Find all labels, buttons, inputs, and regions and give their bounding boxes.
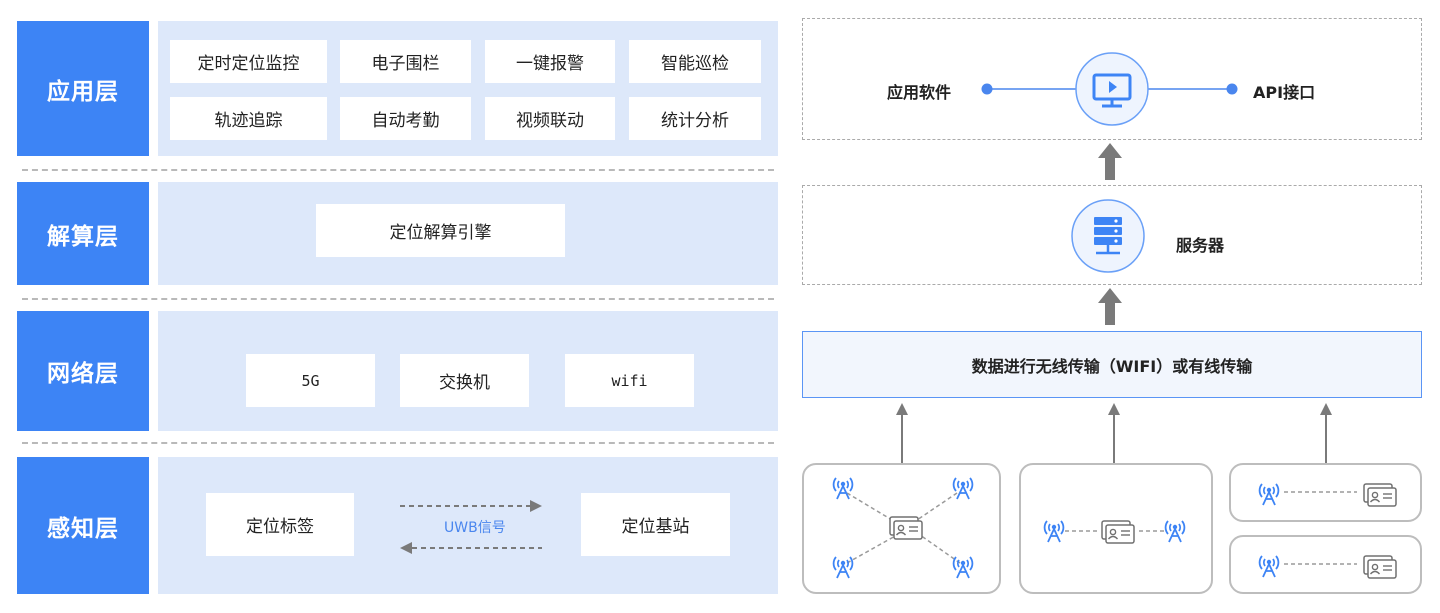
thin-up-arrow — [896, 403, 908, 463]
antenna-icon — [1258, 555, 1280, 578]
antenna-icon — [1258, 483, 1280, 506]
antenna-icon — [832, 556, 854, 579]
app-item: 定时定位监控 — [170, 40, 327, 83]
app-item: 电子围栏 — [340, 40, 471, 83]
uwb-signal-label: UWB信号 — [444, 520, 506, 536]
app-item: 自动考勤 — [340, 97, 471, 140]
calc-engine-box: 定位解算引擎 — [316, 204, 565, 257]
layer-panel-application: 定时定位监控 电子围栏 一键报警 智能巡检 轨迹追踪 自动考勤 视频联动 统计分… — [158, 21, 778, 156]
p2p-topology-diagram — [1258, 555, 1397, 579]
star-topology-diagram — [832, 477, 974, 579]
layer-label-network: 网络层 — [17, 311, 149, 431]
app-item: 统计分析 — [629, 97, 761, 140]
id-card-icon — [1101, 520, 1135, 544]
id-card-icon — [889, 516, 923, 540]
layer-panel-perception: 定位标签 定位基站 — [158, 457, 778, 594]
thin-up-arrow — [1108, 403, 1120, 463]
app-item: 一键报警 — [485, 40, 615, 83]
network-item-wifi: wifi — [565, 354, 694, 407]
app-software-label: 应用软件 — [887, 83, 952, 102]
id-card-icon — [1363, 483, 1397, 507]
layer-label-perception: 感知层 — [17, 457, 149, 594]
up-arrow — [1098, 288, 1122, 325]
antenna-icon — [1043, 520, 1065, 543]
layer-panel-network: 5G 交换机 wifi — [158, 311, 778, 431]
transmission-box: 数据进行无线传输（WIFI）或有线传输 — [802, 331, 1422, 398]
network-item-switch: 交换机 — [400, 354, 529, 407]
antenna-icon — [952, 556, 974, 579]
linear-topology-diagram — [1043, 520, 1186, 544]
antenna-icon — [1164, 520, 1186, 543]
p2p-topology-diagram — [1258, 483, 1397, 507]
layer-panel-calculation: 定位解算引擎 — [158, 182, 778, 285]
uwb-signal-arrows — [400, 500, 542, 554]
antenna-icon — [832, 477, 854, 500]
monitor-connector — [981, 52, 1238, 126]
positioning-tag-box: 定位标签 — [206, 493, 354, 556]
thin-up-arrow — [1320, 403, 1332, 463]
app-item: 轨迹追踪 — [170, 97, 327, 140]
layer-separator — [22, 298, 774, 300]
id-card-icon — [1363, 555, 1397, 579]
server-label: 服务器 — [1176, 236, 1225, 255]
layer-separator — [22, 442, 774, 444]
up-arrow — [1098, 143, 1122, 180]
monitor-icon — [1075, 52, 1149, 126]
network-item-5g: 5G — [246, 354, 375, 407]
app-item: 智能巡检 — [629, 40, 761, 83]
server-icon — [1071, 199, 1145, 273]
app-item: 视频联动 — [485, 97, 615, 140]
layer-label-application: 应用层 — [17, 21, 149, 156]
layer-label-calculation: 解算层 — [17, 182, 149, 285]
api-interface-label: API接口 — [1253, 83, 1316, 102]
antenna-icon — [952, 477, 974, 500]
layer-separator — [22, 169, 774, 171]
base-station-box: 定位基站 — [581, 493, 730, 556]
